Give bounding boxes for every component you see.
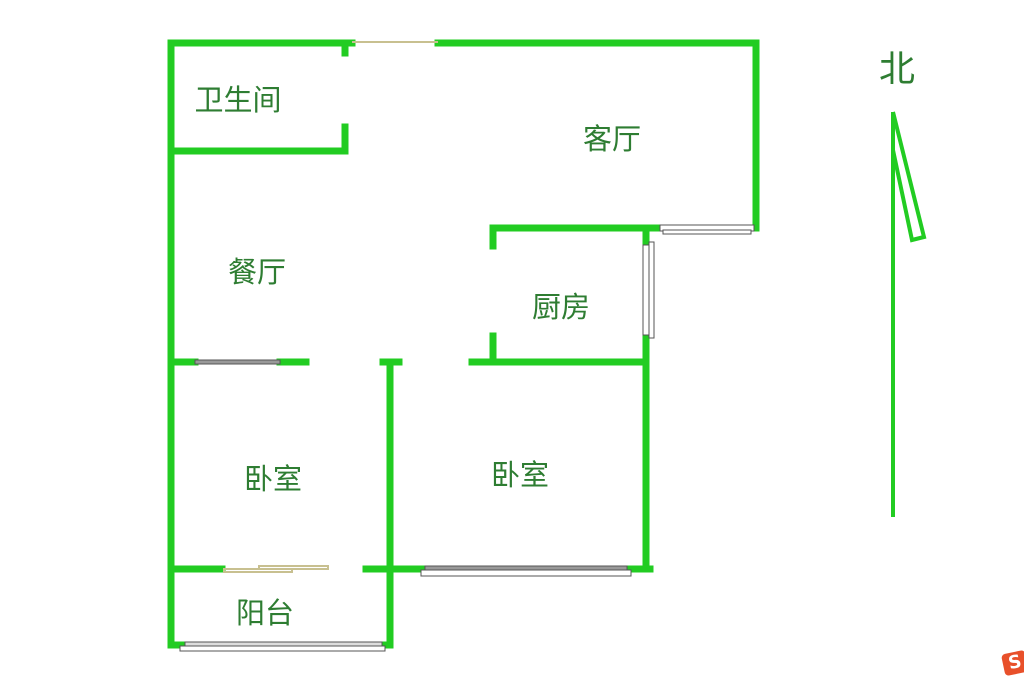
room-label-living-room: 客厅 [582, 122, 642, 156]
window [420, 569, 632, 577]
room-label-bathroom: 卫生间 [194, 83, 282, 117]
north-arrow-icon [891, 111, 927, 517]
window [179, 645, 386, 652]
window [648, 241, 655, 339]
room-label-kitchen: 厨房 [531, 290, 591, 324]
room-label-bedroom: 卧室 [243, 462, 303, 496]
walls [167, 39, 760, 649]
window [662, 229, 752, 235]
room-label-balcony: 阳台 [235, 596, 295, 630]
logo-icon: S [1000, 649, 1024, 677]
sliding-door [223, 565, 329, 573]
room-label-bedroom: 卧室 [490, 458, 550, 492]
window [194, 359, 281, 365]
north-label: 北 [878, 49, 916, 90]
windows [179, 224, 755, 652]
room-label-dining-room: 餐厅 [227, 255, 287, 289]
